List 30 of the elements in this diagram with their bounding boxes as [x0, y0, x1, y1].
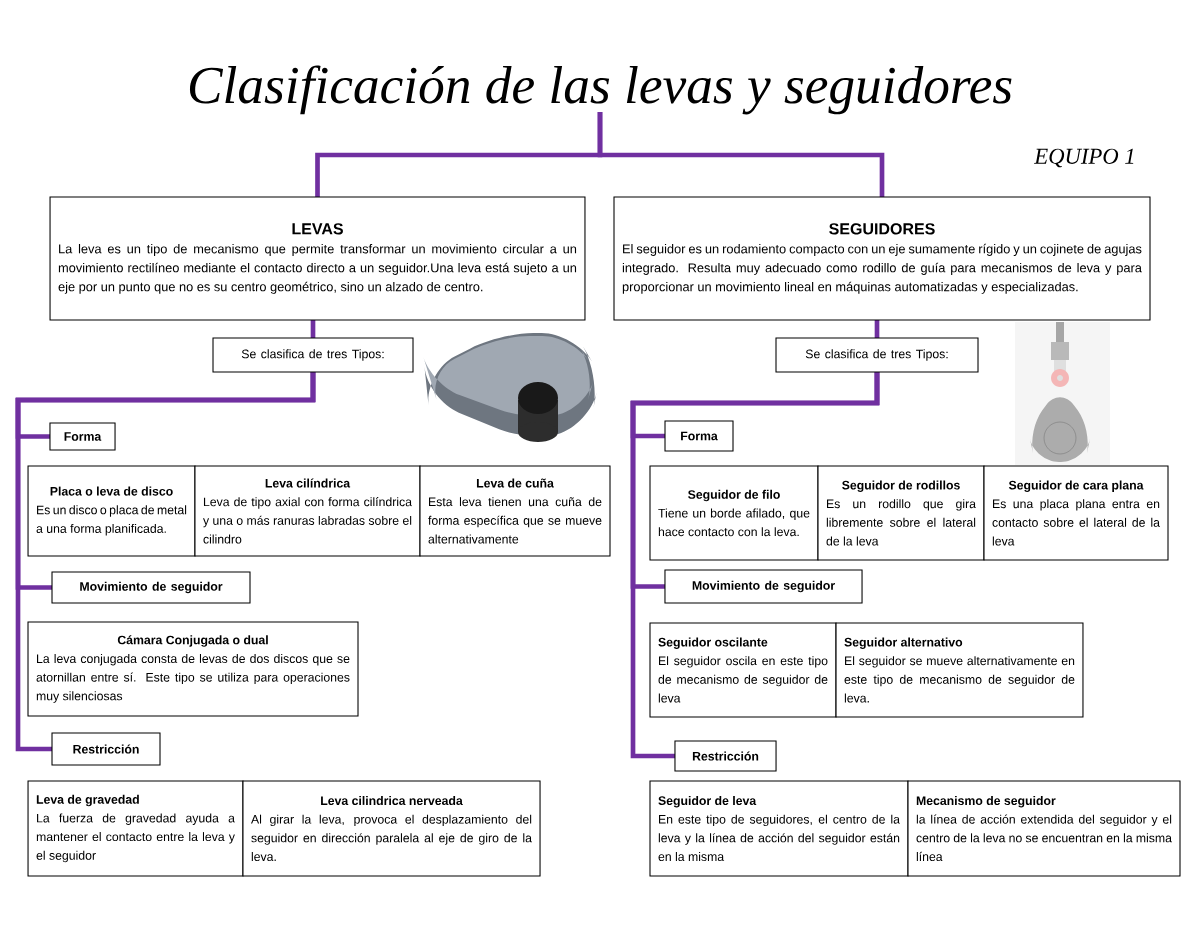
connector-line — [15, 372, 316, 752]
category-box: Forma — [49, 422, 116, 451]
table-cell: Leva cilíndrica Leva de tipo axial con forma cilíndrica y una o más ranuras labradas sobre el cilindro — [194, 465, 421, 557]
table-cell: Seguidor oscilante El seguidor oscila en este tipo de mecanismo de seguidor de leva — [649, 622, 837, 718]
category-box: Restricción — [51, 732, 161, 766]
category-box: Restricción — [674, 740, 777, 772]
table-cell: Leva cilindrica nerveada Al girar la leva, provoca el desplazamiento del seguidor en dirección paralela al eje de giro de la leva. — [242, 780, 541, 877]
table-cell: Seguidor de filo Tiene un borde afilado, que hace contacto con la leva. — [649, 465, 819, 561]
table-cell: Seguidor de leva En este tipo de seguidores, el centro de la leva y la línea de acción del seguidor están en la misma — [649, 780, 909, 877]
connector-line — [310, 320, 316, 338]
table-cell: Leva de cuña Esta leva tienen una cuña de forma específica que se mueve alternativamente — [419, 465, 611, 557]
category-box: Movimiento de seguidor — [664, 569, 863, 604]
table-cell: Cámara Conjugada o dual La leva conjugada consta de levas de dos discos que se atornillan entre sí. Este tipo se utiliza para operaciones muy silenciosas — [27, 621, 359, 717]
table-cell: Leva de gravedad La fuerza de gravedad ayuda a mantener el contacto entre la leva y el seguidor — [27, 780, 244, 877]
table-cell: Seguidor alternativo El seguidor se mueve alternativamente en este tipo de mecanismo de seguidor de leva. — [835, 622, 1084, 718]
category-box: Movimiento de seguidor — [51, 571, 251, 604]
category-box: Forma — [664, 420, 734, 452]
text-box: LEVAS La leva es un tipo de mecanismo que permite transformar un movimiento circular a un movimiento rectilíneo mediante el contacto directo a un seguidor.Una leva está sujeto a un eje por un punto que no es su centro geométrico, sino un alzado de centro. — [49, 196, 586, 321]
connector-line — [874, 320, 880, 338]
table-cell: Seguidor de rodillos Es un rodillo que gira libremente sobre el lateral de la leva — [817, 465, 985, 561]
team-label: EQUIPO 1 — [1034, 148, 1134, 168]
title: Clasificación de las levas y seguidores — [189, 65, 1012, 115]
connector-line — [597, 112, 885, 197]
text-box: SEGUIDORES El seguidor es un rodamiento compacto con un eje sumamente rígido y un cojinete de agujas integrado. Resulta muy adecuado como rodillo de guía para mecanismos de leva y para proporcionar un movimiento lineal en máquinas automatizadas y especializadas. — [613, 196, 1151, 321]
table-cell: Mecanismo de seguidor la línea de acción extendida del seguidor y el centro de la leva no se encuentran en la misma línea — [907, 780, 1181, 877]
table-cell: Placa o leva de disco Es un disco o placa de metal a una forma planificada. — [27, 465, 196, 557]
connector-line — [630, 372, 880, 759]
category-box: Se clasifica de tres Tipos: — [212, 337, 414, 373]
category-box: Se clasifica de tres Tipos: — [775, 337, 979, 373]
table-cell: Seguidor de cara plana Es una placa plana entra en contacto sobre el lateral de la leva — [983, 465, 1169, 561]
